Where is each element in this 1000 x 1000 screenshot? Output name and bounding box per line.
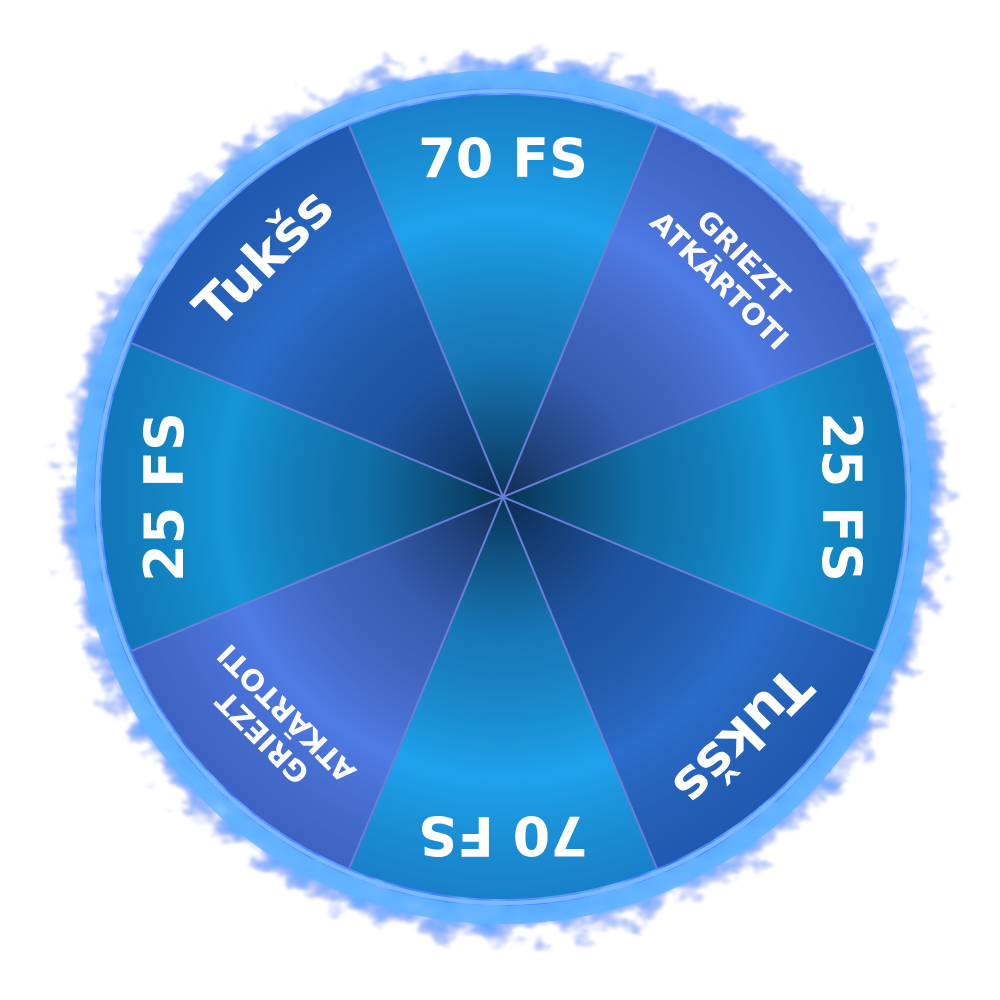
segment-divider bbox=[348, 496, 504, 869]
segment-divider bbox=[502, 342, 875, 498]
segment-divider bbox=[502, 125, 658, 498]
segment-label-text: 70 FS bbox=[418, 127, 588, 190]
segment-label: 25 FS bbox=[810, 412, 873, 582]
segment-label: 70 FS bbox=[418, 804, 588, 867]
segment-label-text: 25 FS bbox=[810, 412, 873, 582]
wheel-dividers bbox=[131, 125, 875, 869]
segment-label-text: 25 FS bbox=[133, 412, 196, 582]
segment-label: 25 FS bbox=[133, 412, 196, 582]
segment-label-text: 70 FS bbox=[418, 804, 588, 867]
segment-divider bbox=[348, 125, 504, 498]
segment-divider bbox=[131, 342, 504, 498]
segment-label: 70 FS bbox=[418, 127, 588, 190]
segment-divider bbox=[502, 496, 875, 652]
segment-divider bbox=[131, 496, 504, 652]
segment-divider bbox=[502, 496, 658, 869]
